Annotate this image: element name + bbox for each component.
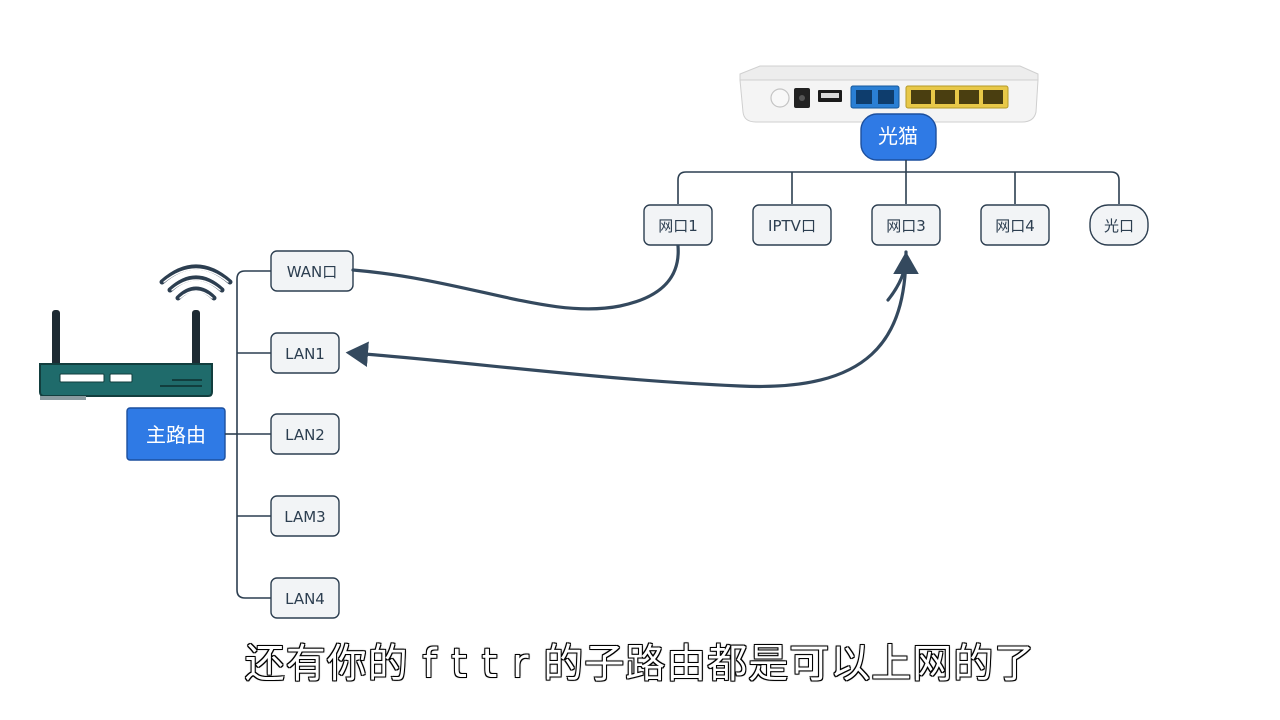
modem-port-optical[interactable]: 光口 <box>1089 204 1149 246</box>
modem-port-1-label: 网口1 <box>658 217 698 235</box>
modem-label: 光猫 <box>878 124 918 148</box>
router-port-wan[interactable]: WAN口 <box>270 250 354 292</box>
modem-port-iptv-label: IPTV口 <box>768 217 816 235</box>
router-hub[interactable]: 主路由 <box>126 407 226 461</box>
router-port-lam3-label: LAM3 <box>284 508 325 526</box>
router-port-lan4-label: LAN4 <box>285 590 325 608</box>
router-port-lam3[interactable]: LAM3 <box>270 495 340 537</box>
wifi-signal-icon <box>159 264 233 301</box>
optical-modem-icon <box>739 65 1039 123</box>
modem-port-iptv[interactable]: IPTV口 <box>752 204 832 246</box>
modem-branches <box>677 160 1120 204</box>
modem-port-optical-label: 光口 <box>1104 217 1134 235</box>
router-port-lan4[interactable]: LAN4 <box>270 577 340 619</box>
modem-port-4[interactable]: 网口4 <box>980 204 1050 246</box>
lan1-arrow-to-port3 <box>886 251 919 302</box>
modem-port-4-label: 网口4 <box>995 217 1035 235</box>
wifi-router-icon <box>39 310 213 400</box>
modem-hub[interactable]: 光猫 <box>860 113 937 161</box>
subtitle-caption: 还有你的 f t t r 的子路由都是可以上网的了 <box>244 640 1036 688</box>
modem-port-3[interactable]: 网口3 <box>871 204 941 246</box>
router-port-lan1[interactable]: LAN1 <box>270 332 340 374</box>
modem-port-3-to-lan1-link <box>345 250 908 389</box>
router-label: 主路由 <box>146 423 206 447</box>
router-port-lan1-label: LAN1 <box>285 345 325 363</box>
router-branches <box>225 270 271 599</box>
router-port-lan2[interactable]: LAN2 <box>270 413 340 455</box>
router-port-lan2-label: LAN2 <box>285 426 325 444</box>
router-port-wan-label: WAN口 <box>287 263 338 281</box>
modem-port-1[interactable]: 网口1 <box>643 204 713 246</box>
modem-port-3-label: 网口3 <box>886 217 926 235</box>
wan-to-modem-port-1-link <box>351 244 680 311</box>
